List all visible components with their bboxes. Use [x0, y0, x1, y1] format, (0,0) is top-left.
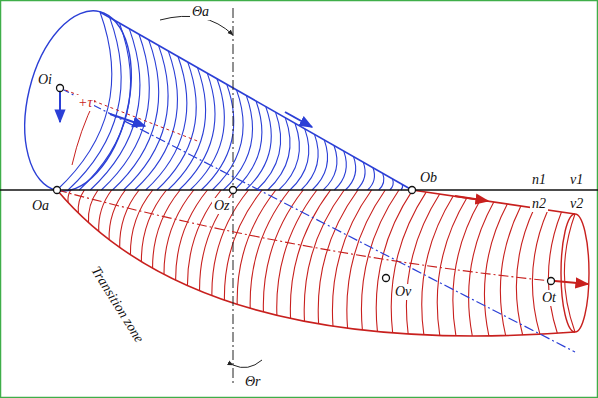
- wavefront-arc: [212, 90, 243, 190]
- incident-edge: [100, 12, 412, 190]
- wavefront-arc: [368, 168, 375, 190]
- angle-label: Θa: [190, 4, 211, 20]
- wavefront-arc: [323, 146, 337, 191]
- wavefront-arc: [190, 79, 224, 190]
- wavefront-arc: [532, 210, 548, 334]
- normal-line: [233, 8, 234, 385]
- wavefront-arc: [391, 192, 426, 333]
- wavefront-arc: [112, 40, 158, 190]
- wavefront-arc: [357, 162, 366, 190]
- point-label: Oa: [30, 198, 51, 214]
- wavefront-arc: [318, 190, 358, 324]
- wavefront-arc: [268, 118, 290, 190]
- wavefront-arc: [237, 190, 276, 304]
- wavefront-arc: [500, 206, 521, 336]
- wavefront-arc: [304, 190, 344, 321]
- wavefront-arc: [124, 45, 169, 190]
- medium-label: n1: [530, 172, 548, 188]
- interface-line: [0, 189, 598, 190]
- wavefront-arc: [263, 190, 303, 312]
- wavefront-arc: [88, 190, 98, 223]
- wavefront-arc: [301, 134, 318, 190]
- angle-label: +τ: [76, 95, 94, 111]
- wavefront-arc: [212, 190, 249, 296]
- wavefront-arc: [453, 200, 480, 336]
- medium-label: n2: [530, 196, 548, 212]
- wavefront-arc: [312, 140, 327, 190]
- medium-label: v2: [568, 196, 585, 212]
- medium-label: v1: [568, 172, 585, 188]
- wavefront-arc: [332, 190, 371, 326]
- wavefront-arc: [101, 34, 149, 190]
- wavefront-arc: [406, 194, 439, 334]
- direction-arrow: [110, 114, 145, 126]
- incident-wavefronts: [57, 12, 403, 190]
- refracted-edge: [57, 190, 575, 336]
- refracted-end-ellipse: [561, 214, 589, 332]
- angle-arc: [233, 360, 262, 368]
- wavefront-arc: [179, 73, 215, 190]
- point-label: Oi: [36, 72, 54, 88]
- direction-arrow: [59, 92, 61, 122]
- wavefront-arc: [176, 190, 208, 280]
- wavefront-arc: [290, 129, 309, 190]
- wavefront-arc: [469, 202, 494, 336]
- refracted-edge: [412, 190, 575, 214]
- point-label: Ot: [540, 290, 558, 306]
- wavefront-arc: [157, 62, 196, 190]
- angle-label: Θr: [243, 374, 263, 390]
- wavefront-arc: [90, 29, 140, 190]
- point-label: Ob: [418, 170, 439, 186]
- wavefront-arc: [223, 95, 252, 190]
- wavefront-arc: [516, 208, 534, 335]
- wavefront-arc: [361, 190, 399, 330]
- wavefront-arc: [109, 190, 125, 240]
- wavefront-arc: [564, 214, 575, 332]
- wavefront-arc: [250, 190, 289, 308]
- direction-arrow: [555, 281, 588, 284]
- point-label: Ov: [393, 284, 413, 300]
- direction-arrow: [455, 196, 488, 201]
- wavefront-arc: [347, 190, 385, 328]
- incident-axis: [60, 88, 575, 352]
- wavefront-arc: [200, 190, 235, 291]
- point-markers: [54, 85, 555, 285]
- wavefront-arc: [68, 190, 71, 203]
- wavefront-arc: [130, 190, 152, 255]
- wavefront-arc: [168, 68, 206, 190]
- incident-end-ellipse: [8, 0, 148, 202]
- wavefront-arc: [437, 198, 467, 335]
- wavefront-arc: [379, 173, 384, 190]
- wavefront-arc: [257, 112, 281, 190]
- direction-arrow: [285, 112, 312, 127]
- wavefront-arc: [135, 51, 178, 190]
- zone-label: Transition zone: [86, 262, 148, 347]
- point-label: Oz: [212, 198, 232, 214]
- wavefront-arc: [279, 123, 300, 190]
- refracted-axis: [57, 190, 551, 281]
- wavefront-arc: [390, 179, 393, 190]
- wavefront-arc: [345, 157, 355, 190]
- wavefront-arc: [334, 151, 346, 190]
- wavefront-arc: [548, 212, 561, 333]
- wavefront-arc: [153, 190, 181, 268]
- wavefront-arc: [78, 190, 84, 213]
